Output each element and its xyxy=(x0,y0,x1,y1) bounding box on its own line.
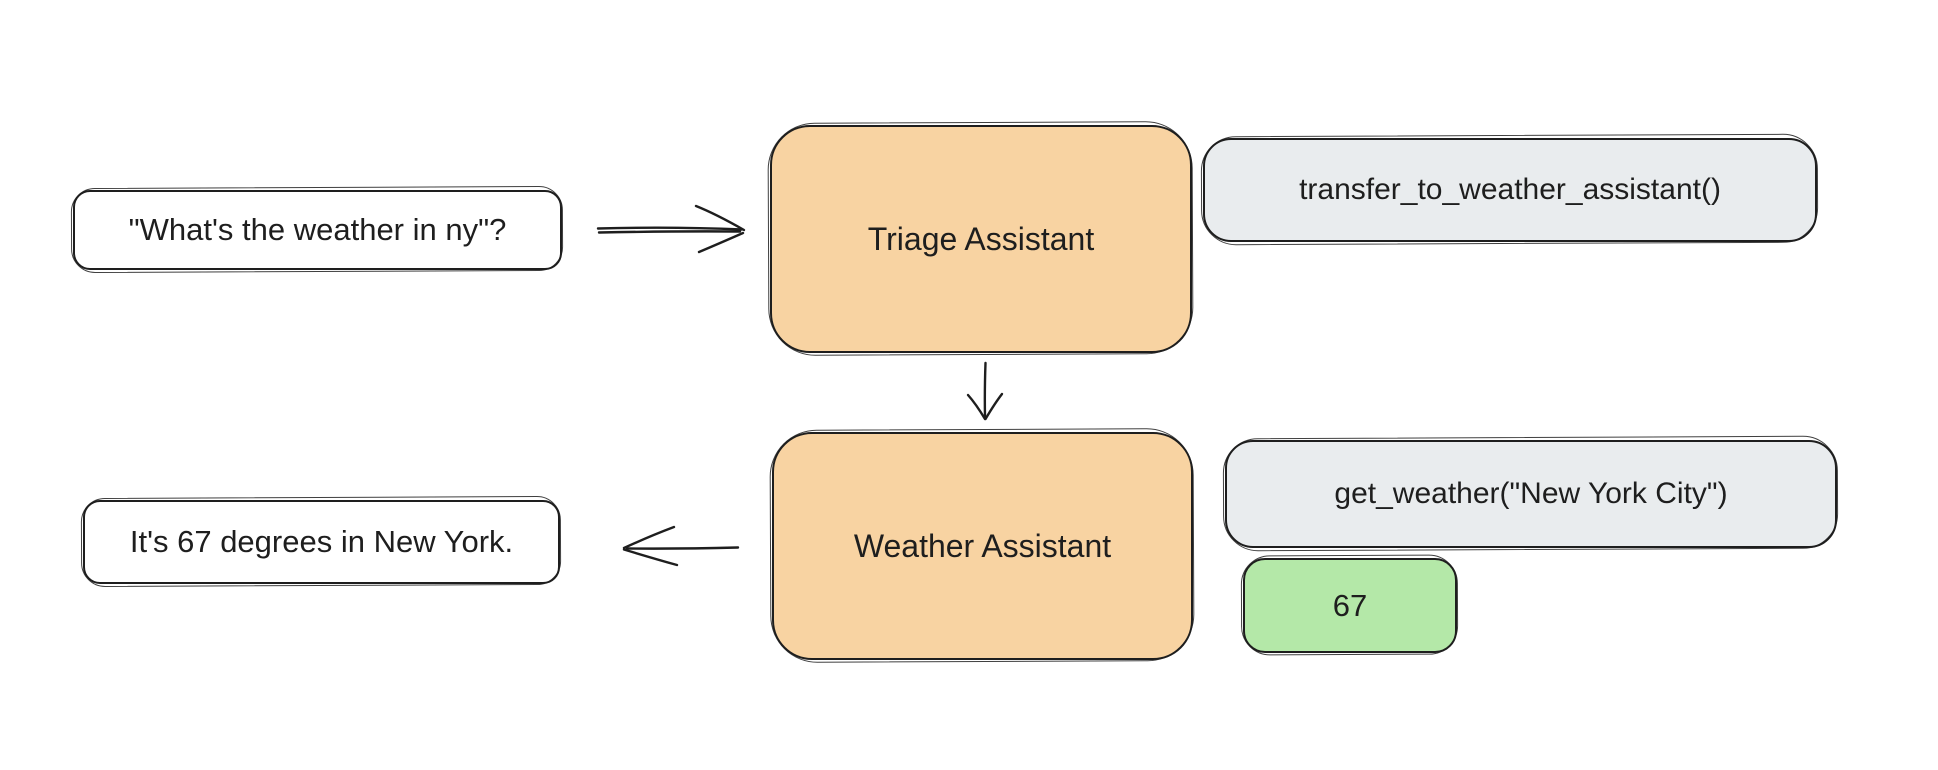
arrow-weather-to-answer xyxy=(622,525,740,567)
weather-agent-box: Weather Assistant xyxy=(772,432,1193,660)
user-query-box: "What's the weather in ny"? xyxy=(73,190,562,270)
tool-result-label: 67 xyxy=(1332,587,1368,623)
weather-agent-label: Weather Assistant xyxy=(853,527,1112,564)
tool-call-box: get_weather("New York City") xyxy=(1225,440,1837,548)
transfer-call-label: transfer_to_weather_assistant() xyxy=(1299,173,1721,206)
arrow-triage-to-weather xyxy=(966,361,1004,421)
final-answer-box: It's 67 degrees in New York. xyxy=(83,500,560,584)
transfer-call-box: transfer_to_weather_assistant() xyxy=(1203,138,1817,242)
tool-result-box: 67 xyxy=(1243,558,1457,653)
user-query-label: "What's the weather in ny"? xyxy=(128,212,507,247)
arrow-user-to-triage xyxy=(596,204,746,254)
triage-agent-box: Triage Assistant xyxy=(770,125,1192,353)
triage-agent-label: Triage Assistant xyxy=(867,220,1095,257)
final-answer-label: It's 67 degrees in New York. xyxy=(129,524,514,559)
tool-call-label: get_weather("New York City") xyxy=(1334,477,1728,510)
